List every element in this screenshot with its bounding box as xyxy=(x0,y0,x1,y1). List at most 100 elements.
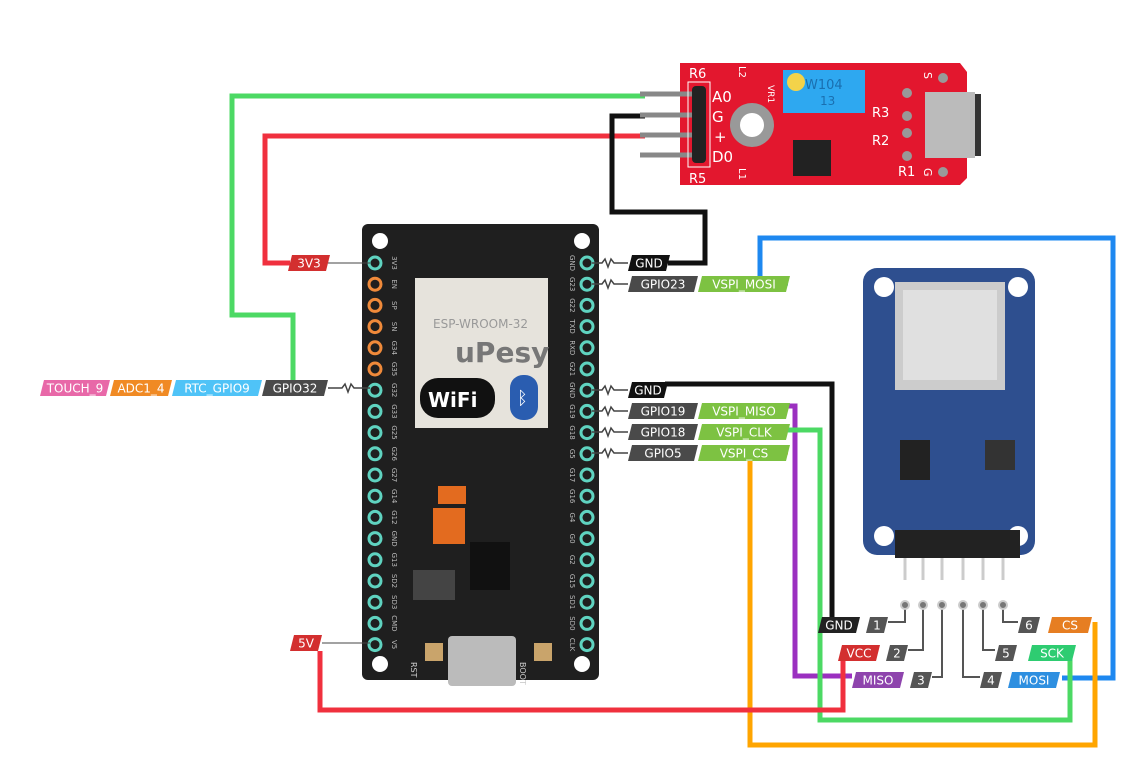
boot-button[interactable] xyxy=(534,643,552,661)
right-pin-label: GND xyxy=(568,255,576,271)
label-r3: R3 xyxy=(872,106,889,121)
sound-sensor-module: A0 G + D0 R6 R5 L2 L1 VR1 W104 13 R3 R2 … xyxy=(640,63,981,187)
right-pin-label: CLK xyxy=(568,638,576,652)
sd-pin-hole xyxy=(937,600,947,610)
tag-gpio5: GPIO5 xyxy=(628,445,698,461)
right-pin-label: SD1 xyxy=(568,595,576,609)
tag-5v-text: 5V xyxy=(298,637,315,651)
brand-logo: uPesy xyxy=(455,336,549,369)
tag-vspi-miso-text: VSPI_MISO xyxy=(712,405,776,419)
esp32-left-pin[interactable] xyxy=(367,382,383,398)
right-pin-label: G15 xyxy=(568,574,576,588)
wire-a0-gpio32 xyxy=(229,93,645,388)
esp32-left-pin[interactable] xyxy=(367,340,383,356)
label-g: G xyxy=(921,168,934,177)
right-pin-label: G2 xyxy=(568,555,576,565)
right-pin-label: G18 xyxy=(568,425,576,439)
tag-gpio19: GPIO19 xyxy=(628,403,698,419)
sd-num-3-text: 3 xyxy=(917,674,925,688)
esp32-left-pin[interactable] xyxy=(367,488,383,504)
esp32-left-pin[interactable] xyxy=(367,509,383,525)
rst-label: RST xyxy=(409,662,418,678)
esp32-right-pin[interactable] xyxy=(579,488,595,504)
tag-gpio18: GPIO18 xyxy=(628,424,698,440)
left-pin-label: G33 xyxy=(390,404,398,418)
tag-adc1-4: ADC1_4 xyxy=(110,380,172,396)
sd-label-sck: SCK xyxy=(1028,645,1076,661)
tag-gpio18-text: GPIO18 xyxy=(641,426,686,440)
sd-label-vcc-text: VCC xyxy=(847,647,872,661)
tag-gpio32-text: GPIO32 xyxy=(273,382,318,396)
wire-sck xyxy=(788,427,1073,723)
label-l1: L1 xyxy=(736,168,747,180)
tag-gnd-top-text: GND xyxy=(635,257,663,271)
tag-adc1-4-text: ADC1_4 xyxy=(117,382,164,396)
tag-rtc-gpio9-text: RTC_GPIO9 xyxy=(184,382,250,396)
esp32-right-pin[interactable] xyxy=(579,319,595,335)
tag-vspi-mosi: VSPI_MOSI xyxy=(698,276,790,292)
esp32-left-pin[interactable] xyxy=(367,531,383,547)
esp32-right-pin[interactable] xyxy=(579,446,595,462)
sd-num-4: 4 xyxy=(980,672,1002,688)
esp32-left-pin[interactable] xyxy=(367,573,383,589)
tag-gnd-top: GND xyxy=(628,255,670,271)
esp32-left-pin[interactable] xyxy=(367,594,383,610)
tag-gpio5-text: GPIO5 xyxy=(644,447,681,461)
right-pin-label: G23 xyxy=(568,277,576,291)
esp32-right-pin[interactable] xyxy=(579,509,595,525)
esp32-right-pin[interactable] xyxy=(579,637,595,653)
esp32-right-pin[interactable] xyxy=(579,594,595,610)
esp32-left-pin[interactable] xyxy=(367,276,383,292)
esp32-right-pin[interactable] xyxy=(579,531,595,547)
sd-pin-hole xyxy=(978,600,988,610)
left-pin-label: SP xyxy=(390,301,398,310)
rst-button[interactable] xyxy=(425,643,443,661)
esp32-left-pin[interactable] xyxy=(367,467,383,483)
esp32-left-pin[interactable] xyxy=(367,552,383,568)
sd-label-mosi-text: MOSI xyxy=(1019,674,1050,688)
left-pin-label: G32 xyxy=(390,383,398,397)
tag-vspi-clk: VSPI_CLK xyxy=(698,424,790,440)
esp32-right-pin[interactable] xyxy=(579,340,595,356)
esp32-left-pin[interactable] xyxy=(367,425,383,441)
sd-num-1: 1 xyxy=(866,617,888,633)
esp32-right-pin[interactable] xyxy=(579,615,595,631)
esp32-left-pin[interactable] xyxy=(367,446,383,462)
wire-plus-3v3 xyxy=(262,133,645,266)
left-pin-label: CMD xyxy=(390,615,398,631)
right-pin-label: G21 xyxy=(568,362,576,376)
esp32-right-pin[interactable] xyxy=(579,297,595,313)
esp32-left-pin[interactable] xyxy=(367,361,383,377)
tag-touch9: TOUCH_9 xyxy=(40,380,110,396)
sd-pin-hole xyxy=(918,600,928,610)
tag-rtc-gpio9: RTC_GPIO9 xyxy=(172,380,262,396)
label-r5: R5 xyxy=(689,172,706,187)
esp32-right-pin[interactable] xyxy=(579,573,595,589)
leader-right xyxy=(592,384,628,397)
right-pin-label: G4 xyxy=(568,512,576,522)
esp32-left-pin[interactable] xyxy=(367,637,383,653)
esp32-right-pin[interactable] xyxy=(579,361,595,377)
esp32-left-pin[interactable] xyxy=(367,403,383,419)
sd-label-miso-text: MISO xyxy=(863,674,894,688)
label-l2: L2 xyxy=(736,66,747,78)
esp32-left-pin[interactable] xyxy=(367,319,383,335)
leader-right xyxy=(592,278,628,291)
esp32-right-pin[interactable] xyxy=(579,552,595,568)
bluetooth-glyph: ᛒ xyxy=(517,388,528,409)
sensor-pin-plus: + xyxy=(714,128,727,146)
sd-num-4-text: 4 xyxy=(987,674,995,688)
sensor-pin-a0: A0 xyxy=(712,88,732,106)
esp32-left-pin[interactable] xyxy=(367,297,383,313)
wire-vcc xyxy=(317,651,846,713)
sd-pin-hole xyxy=(958,600,968,610)
sd-label-mosi: MOSI xyxy=(1008,672,1060,688)
tag-3v3-text: 3V3 xyxy=(297,257,320,271)
potentiometer-sub: 13 xyxy=(820,94,835,108)
esp32-left-pin[interactable] xyxy=(367,615,383,631)
wire-gnd-sd xyxy=(665,381,835,622)
esp32-right-pin[interactable] xyxy=(579,467,595,483)
sd-num-6: 6 xyxy=(1018,617,1040,633)
